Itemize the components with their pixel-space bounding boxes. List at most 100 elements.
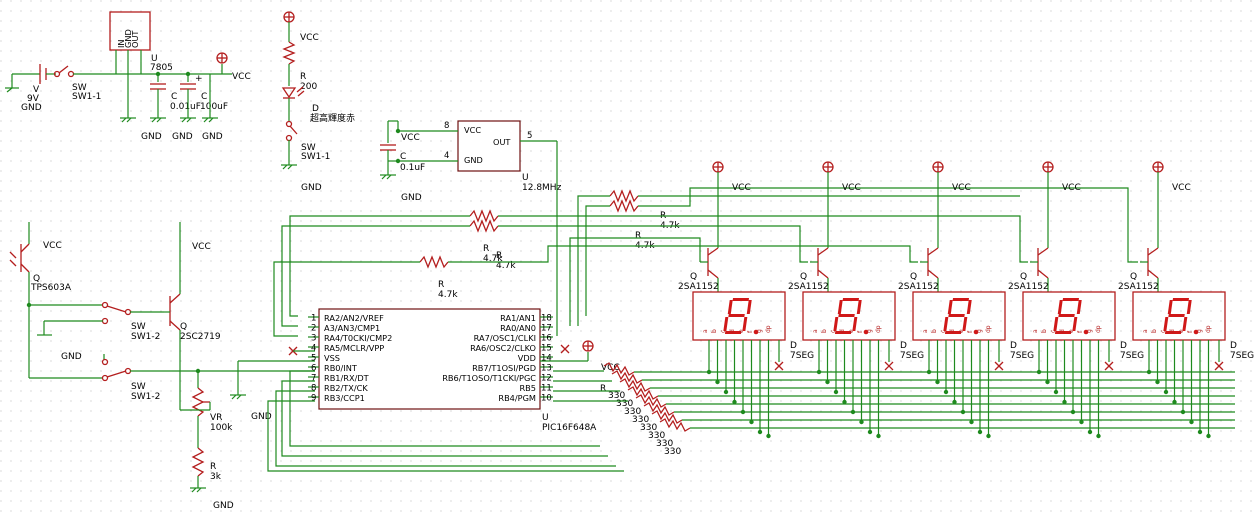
oscillator: VCC GND OUT 8 4 5 U 12.8MHz VCC C 0.1uF …	[380, 120, 562, 336]
pic-pin-number: 8	[311, 384, 316, 394]
segment-pin-label: a	[812, 329, 819, 333]
pic-pin-number: 16	[541, 334, 552, 344]
osc-ref: U	[522, 173, 529, 183]
seg-res-value: 330	[640, 423, 657, 433]
gnd-label: GND	[251, 412, 272, 422]
pic16f648a-body	[318, 308, 541, 410]
segment-resistor	[659, 418, 691, 432]
segment	[856, 300, 862, 314]
pic-pin-number: 9	[311, 394, 316, 404]
segment	[1054, 331, 1072, 334]
battery-ref: V	[33, 85, 40, 95]
seven-segment-display	[802, 291, 896, 341]
pnp-ref: Q	[1130, 272, 1137, 282]
segment	[842, 298, 859, 301]
led-res-value: 200	[300, 82, 317, 92]
segment-pin-label: a	[1032, 329, 1039, 333]
segment-pin-label: c	[1050, 330, 1057, 333]
pnp-value: 2SA1152	[1008, 282, 1049, 292]
osc-pinnum-8: 8	[444, 121, 449, 131]
pic-pin-name: RA2/AN2/VREF	[324, 313, 384, 323]
osc-pinnum-4: 4	[444, 151, 449, 161]
vr-value: 100k	[210, 423, 233, 433]
pic-pin-name: A3/AN3/CMP1	[324, 323, 380, 333]
segment	[948, 314, 965, 317]
base-res-ref: R	[483, 244, 489, 254]
decimal-point	[1083, 329, 1089, 335]
gnd-symbol	[202, 117, 218, 123]
battery-value: 9V	[27, 94, 40, 104]
battery-gnd-label: GND	[21, 103, 42, 113]
segment-pin-label: e	[848, 329, 855, 333]
led-sw-ref: SW	[301, 143, 316, 153]
pnp-value: 2SA1152	[1118, 282, 1159, 292]
segment	[966, 300, 972, 314]
segment	[943, 317, 949, 331]
sw12b-value: SW1-2	[131, 392, 160, 402]
segment-pin-label: b	[1151, 329, 1158, 333]
seg-res-value: 330	[664, 447, 681, 457]
pic-pin-number: 4	[311, 344, 316, 354]
pic-pin-number: 17	[541, 324, 552, 334]
segment-pin-label: d	[839, 329, 846, 333]
resistor-200	[282, 41, 296, 65]
vcc-label-npn: VCC	[192, 242, 211, 252]
digit-value: 7SEG	[790, 351, 814, 361]
segment-pin-label: e	[738, 329, 745, 333]
segment-pin-label: e	[958, 329, 965, 333]
segment	[1053, 317, 1059, 331]
segment	[1164, 331, 1182, 334]
segment-pin-label: dp	[1095, 325, 1102, 333]
resistor-3k	[191, 447, 205, 477]
segment	[838, 314, 855, 317]
segment-pin-label: d	[1059, 329, 1066, 333]
segment	[1168, 314, 1185, 317]
digit-value: 7SEG	[900, 351, 924, 361]
seven-segment-display	[1132, 291, 1226, 341]
vcc-label-digit: VCC	[842, 183, 861, 193]
segment	[852, 317, 858, 331]
main-switch-value: SW1-1	[72, 92, 101, 102]
cap2-value: 100uF	[200, 102, 228, 112]
seven-segment-display	[1022, 291, 1116, 341]
vcc-label-power: VCC	[232, 72, 251, 82]
led-res-ref: R	[300, 72, 306, 82]
base-resistor	[469, 219, 499, 233]
segment	[732, 298, 749, 301]
pic-pin-name: RB0/INT	[324, 363, 358, 373]
vcc-label-mcu: VCC	[601, 363, 620, 373]
seg-res-ref: R	[600, 384, 606, 394]
segment-pin-label: dp	[875, 325, 882, 333]
vcc-label-digit: VCC	[952, 183, 971, 193]
segment-pin-label: a	[922, 329, 929, 333]
segment	[1076, 300, 1082, 314]
segment-pin-label: f	[857, 330, 864, 333]
main-switch-ref: SW	[72, 83, 87, 93]
segment-pin-label: b	[931, 329, 938, 333]
vcc-label-led: VCC	[300, 33, 319, 43]
segment	[727, 300, 733, 314]
pic-pin-number: 15	[541, 344, 552, 354]
segment	[742, 317, 748, 331]
segment-pin-label: f	[967, 330, 974, 333]
reg-pin-in: IN	[116, 39, 126, 48]
base-res-ref: R	[635, 231, 641, 241]
pic-pin-name: RA0/AN0	[500, 323, 536, 333]
segment	[1163, 317, 1169, 331]
segment-pin-label: f	[1187, 330, 1194, 333]
segment-resistor	[619, 378, 651, 392]
oscillator-module	[457, 120, 521, 172]
segment-resistor	[635, 394, 667, 408]
pic-pin-name: RB4/PGM	[498, 393, 536, 403]
led-indicator-chain: VCC R 200 D 超高輝度赤 SW SW1-1 GND	[281, 11, 355, 193]
pic-pin-name: RA7/OSC1/CLKI	[474, 333, 536, 343]
gnd-label: GND	[301, 183, 322, 193]
seg-res-value: 330	[648, 431, 665, 441]
pic-pin-name: RA4/T0CKI/CMP2	[324, 333, 392, 343]
segment-pin-label: d	[949, 329, 956, 333]
osc-pin-vcc: VCC	[464, 125, 481, 135]
osc-pin-gnd: GND	[464, 155, 483, 165]
decimal-point	[753, 329, 759, 335]
